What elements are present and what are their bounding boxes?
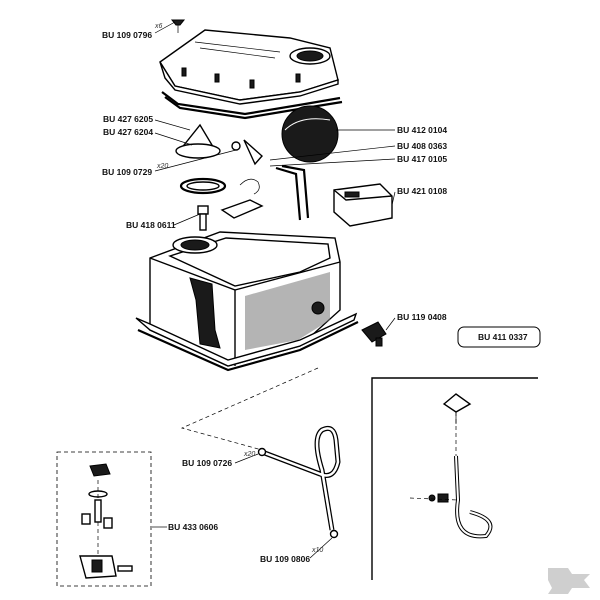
filter-ball-icon (281, 105, 339, 163)
label-bu-433-0606: BU 433 0606 (168, 522, 218, 532)
rod-b-icon (281, 164, 310, 219)
label-bu-417-0105: BU 417 0105 (397, 154, 447, 164)
tank-body (135, 231, 359, 372)
hose-qty: x10 (311, 547, 323, 554)
hose-icon (257, 425, 341, 539)
label-bu-427-6204: BU 427 6204 (103, 127, 153, 137)
kit-parts (79, 463, 133, 579)
tank-cover (159, 29, 339, 105)
inset-assembly (409, 393, 493, 539)
gasket-screw-qty: x20 (156, 163, 168, 170)
label-bu-427-6205: BU 427 6205 (103, 114, 153, 124)
label-bu-408-0363: BU 408 0363 (397, 141, 447, 151)
o-ring-inner (186, 181, 220, 191)
label-bu-411-0337: BU 411 0337 (478, 332, 528, 342)
valve-icon (361, 321, 387, 347)
dashed-connector (180, 367, 319, 451)
label-bu-109-0796: BU 109 0796 (102, 30, 152, 40)
inset-frame (371, 377, 538, 580)
top-screw-qty: x6 (154, 23, 163, 30)
float-box-icon (333, 183, 393, 227)
strainer-cone-icon (175, 123, 221, 159)
clip-icon (239, 178, 260, 195)
bolt-icon (197, 205, 209, 231)
small-nut-icon (231, 141, 241, 151)
label-bu-109-0729: BU 109 0729 (102, 167, 152, 177)
float-paddle-icon (220, 199, 264, 219)
top-screw-icon (170, 19, 186, 33)
leader-lines (152, 21, 396, 559)
boxed-part-frame (457, 326, 541, 348)
label-bu-109-0726: BU 109 0726 (182, 458, 232, 468)
cover-gasket (161, 91, 341, 116)
o-ring-icon (179, 177, 227, 195)
bracket-icon (243, 139, 263, 166)
rod-a-icon (275, 166, 302, 221)
cover-gasket-inner (164, 96, 343, 120)
label-bu-418-0611: BU 418 0611 (126, 220, 176, 230)
brand-logo-icon (548, 568, 590, 594)
label-bu-119-0408: BU 119 0408 (397, 312, 447, 322)
tube-clip-qty: x20 (243, 451, 255, 458)
label-bu-421-0108: BU 421 0108 (397, 186, 447, 196)
label-bu-412-0104: BU 412 0104 (397, 125, 447, 135)
kit-frame (56, 451, 152, 587)
label-bu-109-0806: BU 109 0806 (260, 554, 310, 564)
